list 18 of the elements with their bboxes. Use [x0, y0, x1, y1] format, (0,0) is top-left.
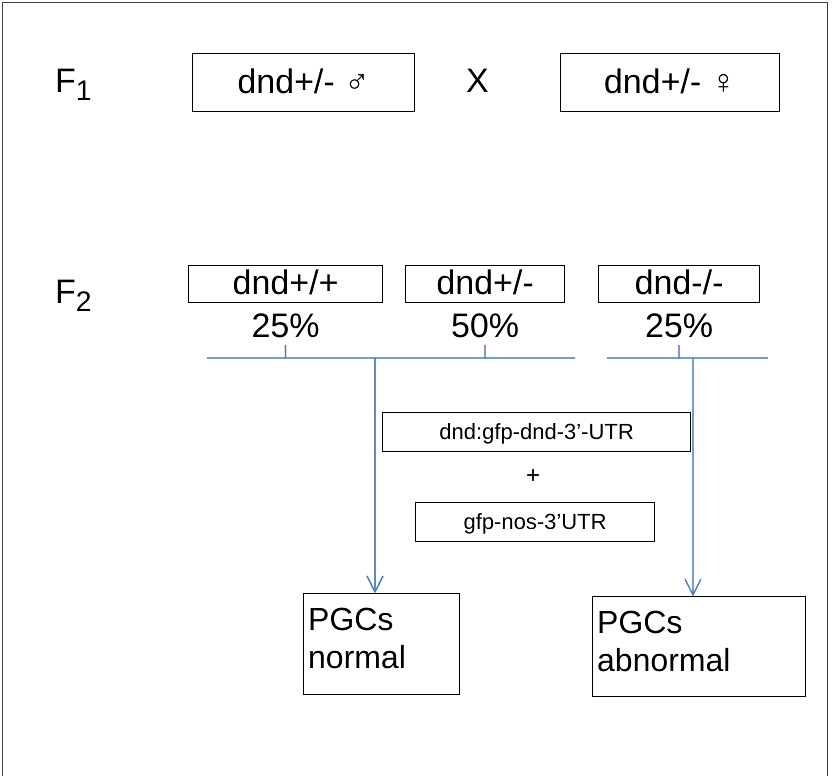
- percentage-text: 25%: [644, 307, 714, 345]
- plus-symbol: +: [526, 462, 540, 490]
- generation-label: F$_{1}$: [55, 62, 92, 108]
- outcome-box: PGCs normal: [303, 593, 460, 695]
- percentage-text: 25%: [250, 307, 321, 345]
- generation-label: F$_{2}$: [55, 273, 92, 319]
- percentage-text: 50%: [450, 307, 520, 345]
- genotype-box: dnd+/-: [405, 265, 565, 303]
- genotype-box: dnd+/- ♀: [560, 53, 780, 112]
- injection-box: gfp-nos-3’UTR: [415, 502, 655, 542]
- genotype-box: dnd+/- ♂: [192, 53, 415, 112]
- genotype-box: dnd+/+: [188, 265, 383, 303]
- arrow: [606, 344, 769, 596]
- arrow: [366, 344, 576, 593]
- injection-box: dnd:gfp-dnd-3’-UTR: [382, 412, 691, 452]
- outcome-box: PGCs abnormal: [592, 596, 806, 697]
- cross-symbol: X: [466, 62, 489, 101]
- genotype-box: dnd-/-: [598, 265, 760, 303]
